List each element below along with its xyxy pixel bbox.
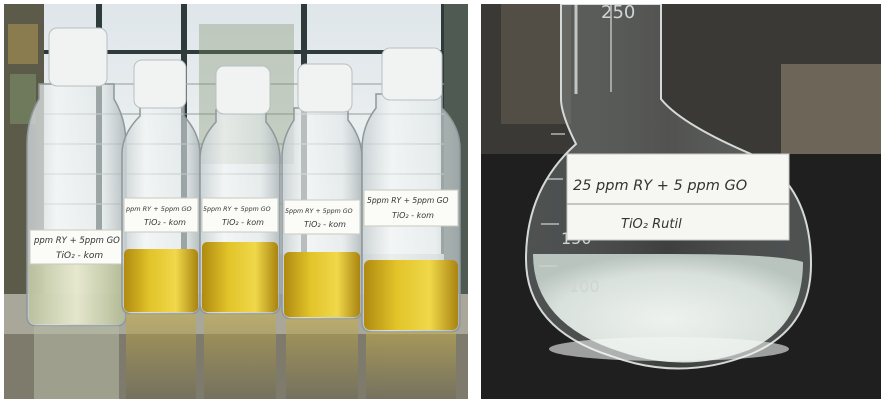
photo-flask: 250 150 100 25 ppm RY + 5 ppm GO TiO₂ Ru… <box>481 4 881 399</box>
bottle-5-cap <box>381 47 443 101</box>
flask-label-line1: 25 ppm RY + 5 ppm GO <box>573 178 747 194</box>
bottle-2 <box>121 59 201 315</box>
bottles-scene: ppm RY + 5ppm GO TiO₂ - kom ppm RY + 5pp… <box>4 4 468 399</box>
flask-mark-250: 250 <box>601 4 635 23</box>
bottle-2-label <box>123 197 199 233</box>
bottle-4 <box>281 63 363 320</box>
bottle-1-label-line1: ppm RY + 5ppm GO <box>33 236 120 246</box>
bottle-1-cap <box>48 27 108 87</box>
bottle-3-label <box>201 197 279 233</box>
bottle-4-label-line2: TiO₂ - kom <box>304 220 346 229</box>
flask-scene: 250 150 100 25 ppm RY + 5 ppm GO TiO₂ Ru… <box>481 4 881 399</box>
bottle-3-label-line2: TiO₂ - kom <box>222 218 264 227</box>
bottle-5 <box>361 47 461 333</box>
bottle-5-label <box>363 189 459 227</box>
flask-label <box>566 153 790 241</box>
bottle-1-label-line2: TiO₂ - kom <box>56 251 103 261</box>
bottle-2-cap <box>133 59 187 109</box>
bottle-4-cap <box>297 63 353 113</box>
bottle-1 <box>26 27 127 327</box>
bottle-3-cap <box>215 65 271 115</box>
bottle-3-label-line1: 5ppm RY + 5ppm GO <box>203 206 271 213</box>
flask-label-line2: TiO₂ Rutil <box>621 217 682 232</box>
bottle-2-label-line2: TiO₂ - kom <box>144 218 186 227</box>
flask-solution <box>533 254 803 363</box>
bottle-5-label-line2: TiO₂ - kom <box>392 211 434 220</box>
bottle-3 <box>199 65 281 315</box>
bottle-4-label <box>283 199 361 235</box>
bottle-4-label-line1: 5ppm RY + 5ppm GO <box>285 208 353 215</box>
bottle-5-label-line1: 5ppm RY + 5ppm GO <box>367 196 449 205</box>
bench-reflections <box>34 314 456 399</box>
flask-mark-100: 100 <box>569 277 600 296</box>
bottle-2-label-line1: ppm RY + 5ppm GO <box>125 205 192 213</box>
photo-bottles: ppm RY + 5ppm GO TiO₂ - kom ppm RY + 5pp… <box>4 4 468 399</box>
